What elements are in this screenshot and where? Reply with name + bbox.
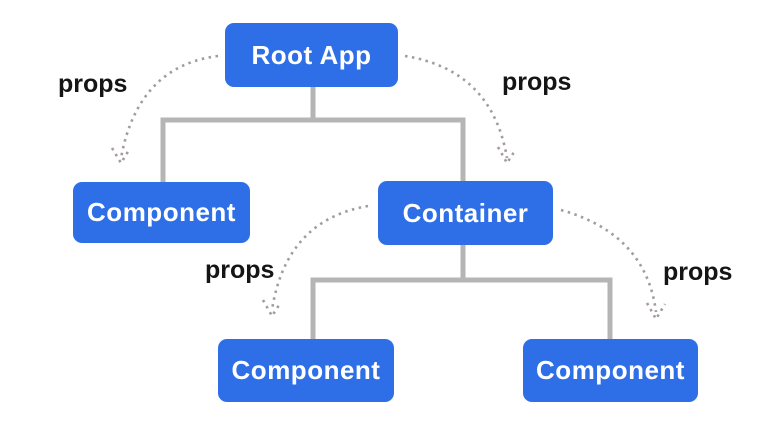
node-root-app: Root App <box>225 23 398 87</box>
node-component-bottom-right: Component <box>523 339 698 402</box>
props-label-mid-right: props <box>663 258 733 286</box>
props-arrowhead-root-to-container <box>496 146 518 166</box>
props-arrow-root-to-container <box>404 54 509 159</box>
props-arrowhead-container-to-left-component <box>261 299 283 319</box>
bottom-bracket-line <box>310 277 613 341</box>
node-container: Container <box>378 181 553 245</box>
props-label-top-left: props <box>58 70 128 98</box>
props-arrow-root-to-component <box>119 54 219 159</box>
props-label-mid-left: props <box>205 256 275 284</box>
props-arrowhead-root-to-component <box>110 147 131 166</box>
props-arrowhead-container-to-right-component <box>645 302 667 322</box>
props-label-top-right: props <box>502 68 572 96</box>
top-bracket-line <box>160 117 466 184</box>
props-arrow-container-to-left-component <box>270 204 369 311</box>
node-component-bottom-left: Component <box>218 339 394 402</box>
props-arrow-container-to-right-component <box>560 208 658 313</box>
node-component-left: Component <box>73 182 250 243</box>
